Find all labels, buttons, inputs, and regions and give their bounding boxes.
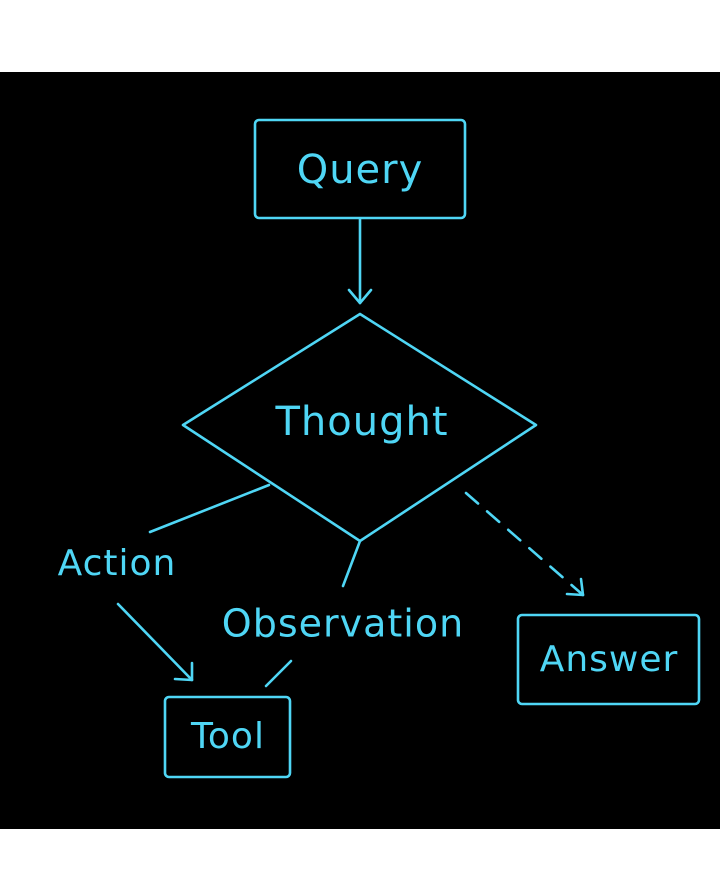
answer-box [516,613,701,706]
thought-to-answer-dashed-arrow [464,491,585,597]
thought-label: Thought [274,399,448,445]
action-label: Action [58,543,177,584]
observation-to-tool-line [264,659,293,688]
action-to-tool-arrowhead [173,661,194,682]
tool-label: Tool [190,716,265,757]
action-to-tool-arrow [116,602,194,682]
thought-to-observation-line [341,539,362,588]
answer-label: Answer [540,639,679,680]
query-label: Query [297,147,424,193]
thought-to-action-line [148,483,271,534]
query-to-thought-arrowhead [347,288,373,305]
tool-box [163,695,292,779]
observation-label: Observation [222,602,464,646]
thought-to-answer-arrowhead [565,577,585,597]
